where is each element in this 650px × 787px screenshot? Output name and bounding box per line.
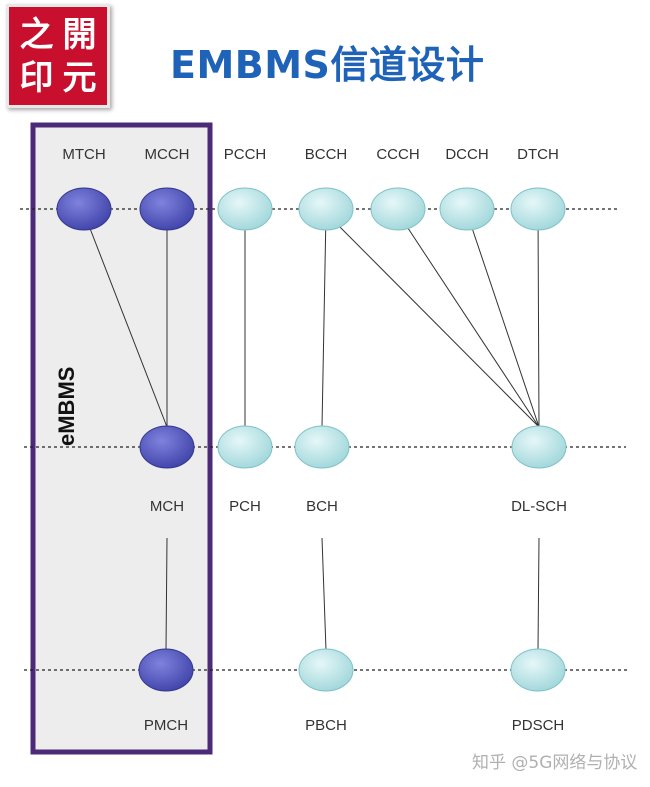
node-label-pbch: PBCH [305,717,347,734]
node-pbch [298,648,354,692]
edge-dtch-dl-sch [537,212,540,428]
node-label-dtch: DTCH [517,146,559,163]
node-label-mch: MCH [150,498,184,515]
node-label-pmch: PMCH [144,717,188,734]
node-label-ccch: CCCH [376,146,419,163]
node-pcch [217,187,273,231]
node-label-mtch: MTCH [62,146,105,163]
node-pdsch [510,648,566,692]
node-label-pdsch: PDSCH [512,717,565,734]
node-dcch [439,187,495,231]
node-mcch [139,187,195,231]
watermark: 知乎 @5G网络与协议 [472,753,638,773]
node-label-pcch: PCCH [224,146,267,163]
edge-bcch-dl-sch [325,212,540,428]
node-dtch [510,187,566,231]
embms-group-label: eMBMS [54,367,79,446]
node-bch [294,425,350,469]
edge-bch-pbch [321,537,327,651]
edge-mch-pmch [165,537,168,651]
edge-dcch-dl-sch [466,212,540,428]
edge-bcch-bch [321,212,327,428]
edge-mtch-mch [83,212,168,428]
node-mch [139,425,195,469]
node-bcch [298,187,354,231]
node-ccch [370,187,426,231]
logo-char: 元 [62,57,97,98]
node-label-pch: PCH [229,498,261,515]
node-mtch [56,187,112,231]
edge-dl-sch-pdsch [537,537,540,651]
logo-char: 開 [62,14,97,55]
node-label-dcch: DCCH [445,146,488,163]
logo: 之 開 印 元 [6,4,110,108]
node-label-bch: BCH [306,498,338,515]
node-pmch [138,648,194,692]
node-pch [217,425,273,469]
logo-char: 印 [19,57,54,98]
node-label-bcch: BCCH [305,146,348,163]
node-label-dl-sch: DL-SCH [511,498,567,515]
edge-ccch-dl-sch [397,212,540,428]
node-dl-sch [511,425,567,469]
page-title: EMBMS信道设计 [170,43,485,87]
node-label-mcch: MCCH [145,146,190,163]
logo-char: 之 [19,14,54,55]
